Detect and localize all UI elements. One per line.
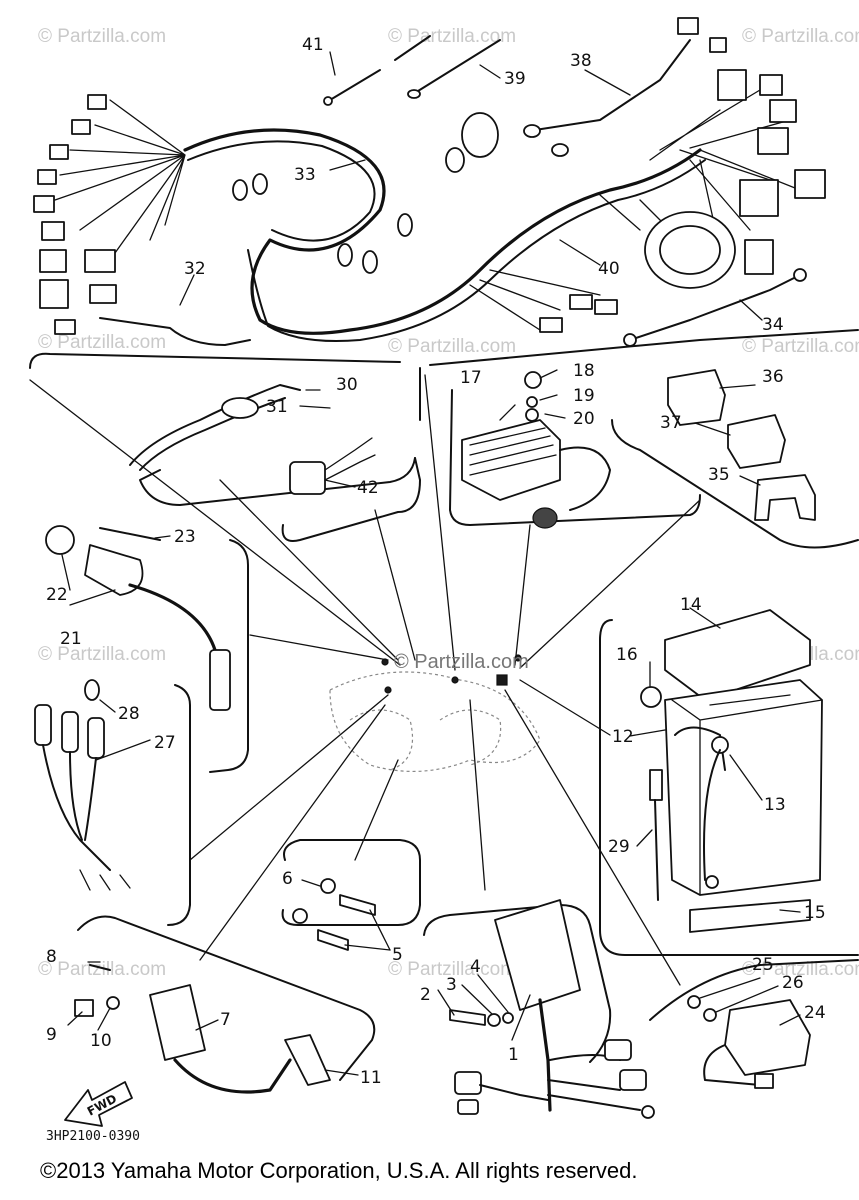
drawing-code: 3HP2100-0390 — [46, 1129, 140, 1144]
watermark: © Partzilla.com — [38, 26, 166, 47]
callout-22: 22 — [46, 585, 68, 605]
forward-arrow: FWD — [64, 1081, 133, 1127]
callout-34: 34 — [762, 315, 784, 335]
watermark: © Partzilla.com — [388, 336, 516, 357]
regulator-part — [461, 371, 611, 529]
cdi-unit — [449, 899, 655, 1119]
watermark: © Partzilla.com — [388, 26, 516, 47]
callout-27: 27 — [154, 733, 176, 753]
callout-28: 28 — [118, 704, 140, 724]
callout-17: 17 — [460, 368, 482, 388]
section-borders — [29, 329, 859, 1081]
callout-36: 36 — [762, 367, 784, 387]
callout-41: 41 — [302, 35, 324, 55]
callout-5: 5 — [392, 945, 403, 965]
leader-lines — [29, 374, 701, 986]
callout-numbers: 41 39 38 33 32 40 34 30 31 42 17 18 19 2… — [46, 35, 826, 1088]
callout-33: 33 — [294, 165, 316, 185]
callout-24: 24 — [804, 1003, 826, 1023]
callout-21: 21 — [60, 629, 82, 649]
parts-30-31-42 — [129, 384, 376, 495]
callout-37: 37 — [660, 413, 682, 433]
callout-39: 39 — [504, 69, 526, 89]
callout-16: 16 — [616, 645, 638, 665]
callout-9: 9 — [46, 1025, 57, 1045]
watermark: © Partzilla.com — [388, 959, 516, 980]
callout-42: 42 — [357, 478, 379, 498]
battery — [640, 609, 823, 933]
callout-25: 25 — [752, 955, 774, 975]
callout-15: 15 — [804, 903, 826, 923]
callout-38: 38 — [570, 51, 592, 71]
callout-40: 40 — [598, 259, 620, 279]
parts-27-28 — [34, 679, 131, 891]
covers-35-37 — [667, 369, 816, 521]
starter-relay — [687, 995, 811, 1089]
callout-leaders — [61, 51, 801, 1076]
parts-21-23 — [45, 525, 231, 711]
callout-18: 18 — [573, 361, 595, 381]
parts-32-34 — [54, 268, 807, 347]
watermark: © Partzilla.com — [38, 959, 166, 980]
callout-7: 7 — [220, 1010, 231, 1030]
callout-6: 6 — [282, 869, 293, 889]
callout-12: 12 — [612, 727, 634, 747]
callout-3: 3 — [446, 975, 457, 995]
callout-29: 29 — [608, 837, 630, 857]
watermark: © Partzilla.com — [38, 332, 166, 353]
callout-11: 11 — [360, 1068, 382, 1088]
callout-10: 10 — [90, 1031, 112, 1051]
callout-8: 8 — [46, 947, 57, 967]
wire-harness — [33, 69, 826, 343]
parts-top — [323, 17, 727, 157]
parts-5-6 — [292, 878, 376, 951]
callout-2: 2 — [420, 985, 431, 1005]
callout-32: 32 — [184, 259, 206, 279]
callout-13: 13 — [764, 795, 786, 815]
callout-19: 19 — [573, 386, 595, 406]
callout-14: 14 — [680, 595, 702, 615]
copyright-footer: ©2013 Yamaha Motor Corporation, U.S.A. A… — [40, 1158, 638, 1183]
ignition-coil — [74, 964, 331, 1094]
callout-20: 20 — [573, 409, 595, 429]
callout-23: 23 — [174, 527, 196, 547]
watermark: © Partzilla.com — [38, 644, 166, 665]
center-watermark: © Partzilla.com — [394, 651, 529, 673]
watermark: © Partzilla.com — [742, 26, 859, 47]
callout-26: 26 — [782, 973, 804, 993]
callout-31: 31 — [266, 397, 288, 417]
watermark: © Partzilla.com — [742, 336, 859, 357]
callout-4: 4 — [470, 957, 481, 977]
callout-35: 35 — [708, 465, 730, 485]
callout-30: 30 — [336, 375, 358, 395]
callout-1: 1 — [508, 1045, 519, 1065]
